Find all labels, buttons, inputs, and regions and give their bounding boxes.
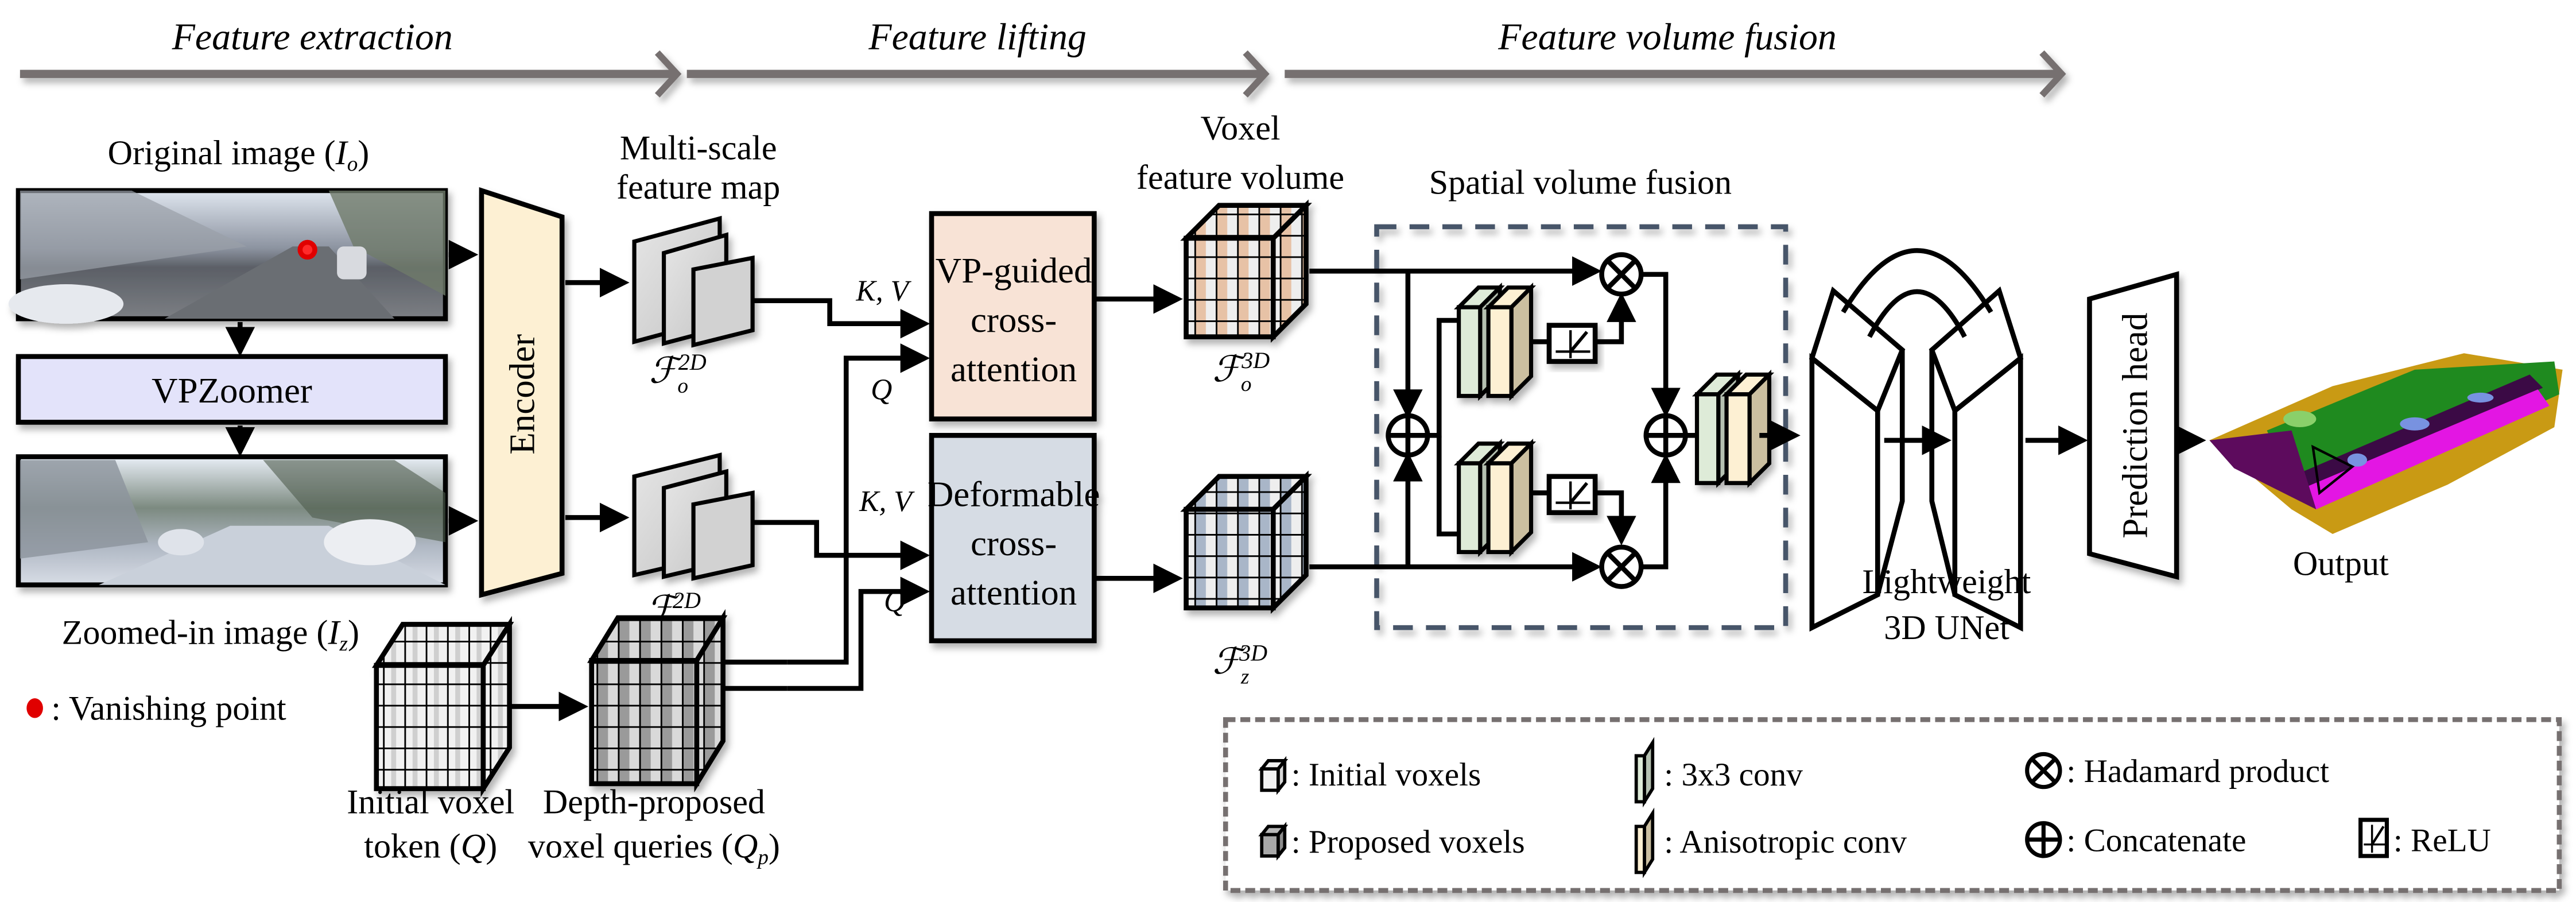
encoder-block: Encoder — [479, 187, 565, 598]
phase-label-fusion: Feature volume fusion — [1498, 16, 1837, 58]
arrow-q-z — [787, 576, 930, 691]
concat-right — [1643, 413, 1688, 458]
voxel-volume-o — [1180, 199, 1312, 343]
feature-map-o-label: ℱo2D — [649, 349, 707, 398]
legend-item-proposed-voxels: : Proposed voxels — [1258, 822, 1525, 861]
relu-to-hadamard-top — [1595, 292, 1636, 344]
deformable-line1: Deformable — [928, 474, 1100, 514]
fusion-title: Spatial volume fusion — [1429, 163, 1732, 202]
zoomed-image-label: Zoomed-in image (Iz) — [62, 613, 359, 656]
voxel-volume-z-label: ℱz3D — [1212, 640, 1267, 688]
depth-proposed-voxel-queries — [587, 609, 728, 793]
legend-item-hadamard: : Hadamard product — [2025, 752, 2329, 789]
vp-guided-cross-attention-block: VP-guided cross- attention — [929, 211, 1097, 421]
arrow-q-o — [787, 343, 930, 665]
feature-map-z — [632, 452, 755, 581]
phase-arrow-extraction — [20, 50, 682, 98]
legend-box — [1223, 717, 2562, 893]
legend-item-3x3-conv: : 3x3 conv — [1634, 737, 1803, 808]
hadamard-icon — [2025, 752, 2062, 789]
voxel-volume-o-label: ℱo3D — [1212, 347, 1270, 396]
phase-arrow-lifting — [686, 50, 1270, 98]
vpzoomer-block: VPZoomer — [15, 354, 448, 425]
relu-icon — [2358, 818, 2389, 858]
initial-voxel-label-line1: Initial voxel — [347, 782, 514, 820]
vanishing-point-marker — [297, 239, 317, 260]
phase-label-extraction: Feature extraction — [172, 16, 453, 58]
hadamard-bottom-to-concat — [1641, 453, 1681, 570]
conv-stack-bottom — [1453, 438, 1537, 558]
vanishing-point-icon — [26, 698, 43, 718]
hadamard-bottom — [1599, 544, 1644, 589]
legend-item-anisotropic-conv: : Anisotropic conv — [1634, 807, 1907, 878]
encoder-label: Encoder — [502, 334, 542, 455]
vanishing-point-legend-label: : Vanishing point — [51, 688, 286, 727]
conv-stack-right — [1692, 369, 1775, 488]
legend-item-relu: : ReLU — [2358, 818, 2491, 858]
phase-arrows — [20, 50, 2066, 98]
initial-voxel-icon — [1258, 756, 1289, 795]
deformable-cross-attention-block: Deformable cross- attention — [928, 433, 1100, 644]
concatenate-icon — [2025, 821, 2062, 858]
legend-label-relu: : ReLU — [2393, 822, 2491, 858]
output-scene — [2209, 353, 2563, 535]
phase-label-lifting: Feature lifting — [868, 16, 1086, 58]
relu-top — [1546, 323, 1598, 364]
kv-label-o: K, V — [855, 275, 911, 308]
q-label-o: Q — [871, 373, 892, 406]
concat-to-conv-top — [1427, 318, 1459, 438]
zoomed-image — [15, 454, 448, 588]
depth-proposed-label-line1: Depth-proposed — [543, 782, 765, 820]
conv-stack-top — [1453, 282, 1537, 401]
initial-voxel-label-line2: token (Q) — [364, 827, 497, 865]
vanishing-point-legend: : Vanishing point — [26, 688, 286, 727]
legend-label-proposed-voxels: : Proposed voxels — [1291, 824, 1525, 860]
vp-guided-line1: VP-guided — [936, 250, 1092, 291]
arrow-kv-z — [754, 520, 930, 570]
arrow-kv-o — [754, 298, 930, 339]
legend-item-concatenate: : Concatenate — [2025, 821, 2246, 858]
legend-label-hadamard: : Hadamard product — [2066, 753, 2329, 789]
vpzoomer-label: VPZoomer — [152, 370, 312, 411]
phase-arrow-fusion — [1285, 50, 2066, 98]
unet-label-line1: Lightweight — [1863, 562, 2031, 601]
legend-label-concatenate: : Concatenate — [2066, 822, 2246, 858]
legend-label-initial-voxels: : Initial voxels — [1291, 757, 1481, 793]
voxel-volume-z — [1180, 470, 1312, 614]
depth-proposed-label-line2: voxel queries (Qp) — [528, 827, 780, 869]
deformable-line2: cross- — [971, 523, 1057, 563]
initial-voxel-token — [371, 615, 514, 798]
relu-bottom — [1546, 474, 1598, 516]
voxel-volume-title-line1: Voxel — [1200, 109, 1280, 147]
concat-left — [1386, 413, 1430, 458]
output-label: Output — [2293, 544, 2389, 583]
legend-label-3x3-conv: : 3x3 conv — [1664, 757, 1803, 793]
prediction-head-block: Prediction head — [2087, 271, 2179, 580]
hadamard-top-to-concat — [1641, 272, 1681, 417]
voxel-volume-title-line2: feature volume — [1136, 158, 1344, 196]
anisotropic-conv-icon — [1634, 807, 1655, 878]
prediction-head-label: Prediction head — [2115, 313, 2155, 539]
feature-map-title-line1: Multi-scale — [620, 129, 777, 167]
legend-label-anisotropic-conv: : Anisotropic conv — [1664, 824, 1907, 860]
deformable-line3: attention — [951, 572, 1077, 613]
vp-guided-line3: attention — [951, 349, 1077, 389]
legend-item-initial-voxels: : Initial voxels — [1258, 756, 1481, 795]
original-image-label: Original image (Io) — [108, 133, 370, 176]
relu-to-hadamard-bottom — [1595, 490, 1636, 546]
legend: : Initial voxels : Proposed voxels : 3x3… — [1223, 717, 2562, 893]
original-image — [8, 188, 448, 324]
proposed-voxel-icon — [1258, 822, 1289, 861]
unet-block — [1809, 248, 2024, 632]
unet-label-line2: 3D UNet — [1884, 608, 2009, 647]
feature-map-title-line2: feature map — [616, 168, 780, 206]
kv-label-z: K, V — [859, 485, 915, 518]
q-label-z: Q — [884, 586, 905, 618]
concat-to-conv-bottom — [1436, 435, 1459, 537]
hadamard-top — [1599, 252, 1644, 297]
conv3x3-icon — [1634, 737, 1655, 808]
vp-guided-line2: cross- — [971, 300, 1057, 340]
feature-map-o — [632, 215, 755, 348]
